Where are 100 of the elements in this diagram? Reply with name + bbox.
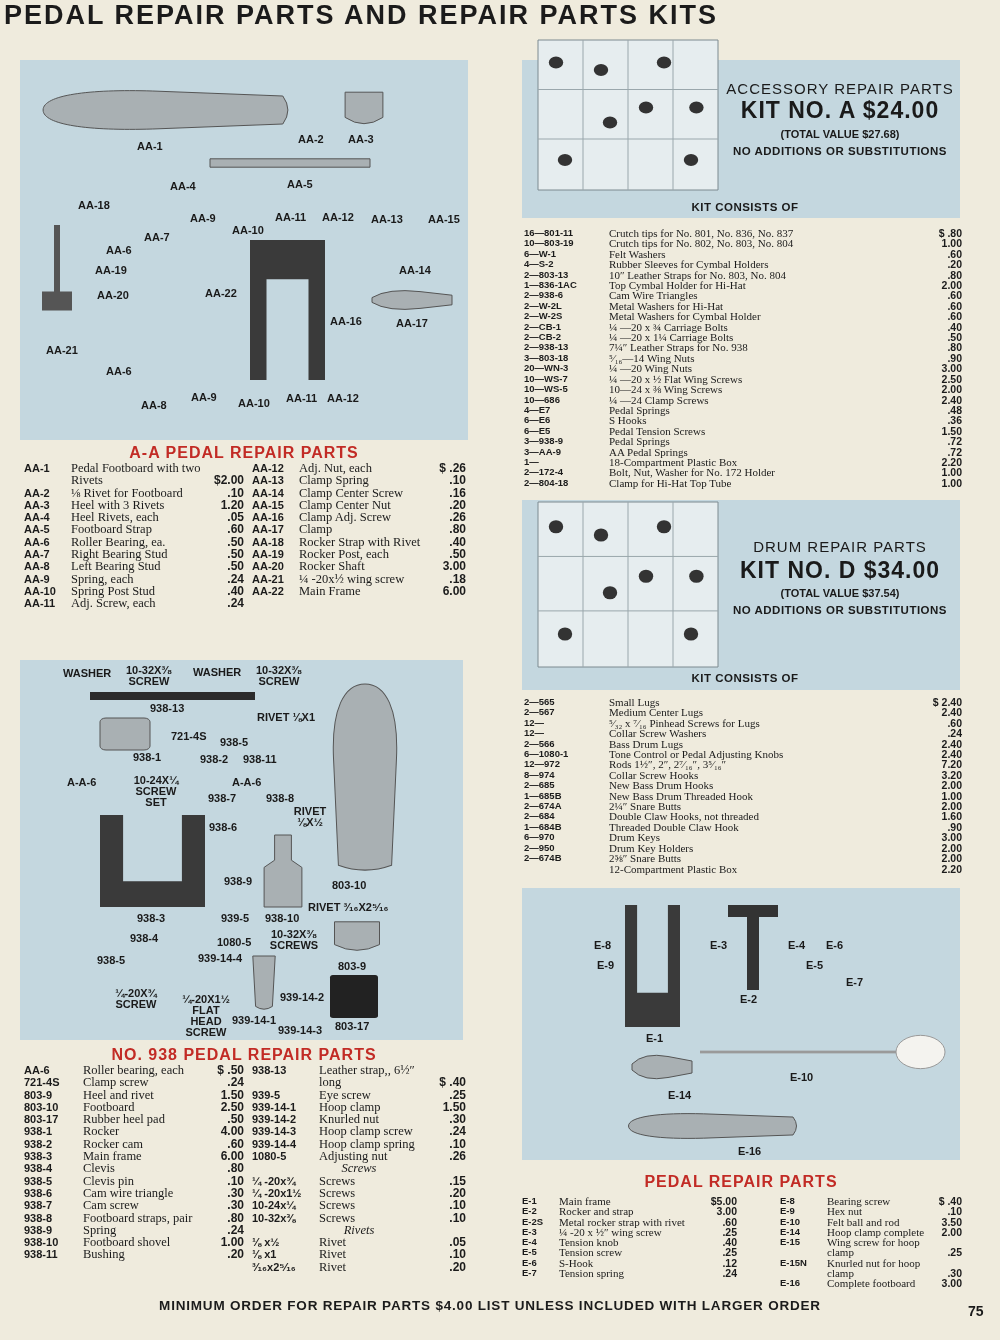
part-description: Heel Rivets, each <box>71 511 159 524</box>
part-number: ⅛ x1 <box>252 1248 277 1261</box>
part-description: Eye screw <box>319 1088 371 1101</box>
price: 2.50 <box>941 373 962 385</box>
part-description: Top Cymbal Holder for Hi-Hat <box>609 280 746 291</box>
part-number: 939-14-1 <box>252 1100 297 1114</box>
part-number: 3—803-18 <box>524 352 569 364</box>
price: .40 <box>449 535 466 549</box>
part-label: 938-1 <box>133 752 162 763</box>
part-description: Clamp Center Nut <box>299 498 391 512</box>
price: .20 <box>227 1248 244 1261</box>
part-number: E-9 <box>780 1206 795 1217</box>
part-description: ⅛ Rivet for Footboard <box>71 486 183 499</box>
part-label: E-5 <box>806 960 824 971</box>
part-number: 2—566 <box>524 738 555 750</box>
part-number: 6—1080-1 <box>524 749 569 760</box>
part-label: AA-20 <box>97 290 129 301</box>
part-label: AA-14 <box>399 265 431 276</box>
part-number: 2—950 <box>524 842 555 854</box>
price: 2.00 <box>941 801 962 812</box>
price: .60 <box>947 248 962 260</box>
part-description: Screws <box>319 1186 356 1200</box>
part-label: A-A-6 <box>232 777 262 788</box>
part-label: WASHER <box>63 668 112 679</box>
price: 4.00 <box>220 1125 244 1138</box>
part-label: 938-5 <box>220 737 249 748</box>
part-description: Leather strap,, 6½″ long <box>319 1064 416 1089</box>
part-description: S-Hook <box>559 1257 594 1269</box>
kit-note: NO ADDITIONS OR SUBSTITUTIONS <box>732 145 948 158</box>
price: .10 <box>227 486 244 499</box>
subheading: Screws <box>341 1162 377 1175</box>
kit-contents-heading: KIT CONSISTS OF <box>691 201 799 214</box>
price: 6.00 <box>442 584 466 598</box>
price: .24 <box>449 1125 466 1138</box>
part-description: Heel and rivet <box>83 1088 154 1101</box>
price: .10 <box>449 1199 466 1212</box>
price: 2.40 <box>941 394 962 405</box>
price: .05 <box>227 511 244 524</box>
price: .24 <box>227 1223 244 1237</box>
part-description: Tone Control or Pedal Adjusting Knobs <box>609 749 784 760</box>
part-label: AA-17 <box>396 318 428 329</box>
part-label: 938-10 <box>265 913 300 924</box>
part-number: 938-10 <box>24 1236 59 1249</box>
part-number: 16—801-11 <box>524 228 574 239</box>
part-description: Clamp screw <box>83 1076 149 1089</box>
part-description: Threaded Double Claw Hook <box>609 821 739 833</box>
price: 3.50 <box>941 1216 962 1227</box>
part-number: ¼ -20x1½ <box>252 1186 302 1200</box>
part-description: Collar Screw Hooks <box>609 769 699 781</box>
part-label: E-1 <box>646 1033 664 1044</box>
price: 1.00 <box>220 1236 244 1249</box>
price: .15 <box>449 1174 466 1187</box>
part-label: E-8 <box>594 940 612 951</box>
total-value-note: (TOTAL VALUE $27.68) <box>780 128 900 141</box>
part-description: Rods 1½″, 2″, 2⁷⁄₁₆″, 3⁵⁄₁₆″ <box>609 759 727 770</box>
part-description: Clamp for Hi-Hat Top Tube <box>609 477 732 489</box>
part-label: AA-11 <box>275 212 307 223</box>
part-number: 10—686 <box>524 394 560 405</box>
price: 3.00 <box>941 363 962 374</box>
part-label: 938-7 <box>208 793 237 804</box>
part-number: ⅛ x½ <box>252 1236 280 1249</box>
price: 2.00 <box>941 384 962 395</box>
part-number: E-2 <box>522 1206 537 1217</box>
part-label: 938-6 <box>209 822 238 833</box>
part-number: 938-9 <box>24 1223 53 1237</box>
part-label: AA-4 <box>170 181 196 192</box>
part-description: Medium Center Lugs <box>609 707 704 718</box>
page-title: PEDAL REPAIR PARTS AND REPAIR PARTS KITS <box>4 0 719 30</box>
part-label: E-10 <box>790 1072 814 1083</box>
part-description: Complete footboard <box>827 1278 916 1289</box>
part-label: E-6 <box>826 940 844 951</box>
part-number: AA-21 <box>252 572 284 585</box>
part-number: E-15N <box>780 1257 807 1269</box>
price: 2.00 <box>941 853 962 864</box>
price: .24 <box>227 1076 244 1089</box>
kit-subtitle: ACCESSORY REPAIR PARTS <box>726 80 954 97</box>
part-number: 938-3 <box>24 1150 53 1163</box>
part-description: ¼ -20 x ½″ wing screw <box>559 1226 662 1238</box>
price: 1.50 <box>941 425 962 437</box>
price: 1.00 <box>941 467 962 478</box>
price: 1.60 <box>941 811 962 822</box>
part-label: ¼-20X¾ SCREW <box>114 988 159 1010</box>
part-label: RIVET ⅛X½ <box>292 806 328 828</box>
part-description: Clamp Center Screw <box>299 486 404 499</box>
part-label: E-9 <box>597 960 615 971</box>
part-number: E-8 <box>780 1196 795 1207</box>
part-number: E-14 <box>780 1226 801 1238</box>
part-label: AA-13 <box>371 214 403 225</box>
part-description: Spring, each <box>71 572 134 585</box>
part-label: ¼-20X1½ FLAT HEAD SCREW <box>181 994 231 1038</box>
price: 1.00 <box>941 238 962 249</box>
price: .24 <box>227 572 244 585</box>
part-description: Pedal Springs <box>609 404 670 416</box>
part-label: AA-19 <box>95 265 127 276</box>
price: 2.40 <box>941 707 962 718</box>
part-number: E-5 <box>522 1247 537 1258</box>
part-description: Hoop clamp spring <box>319 1137 415 1151</box>
part-label: AA-10 <box>238 398 270 409</box>
price: 2.00 <box>941 280 962 291</box>
price: 1.50 <box>220 1088 244 1101</box>
